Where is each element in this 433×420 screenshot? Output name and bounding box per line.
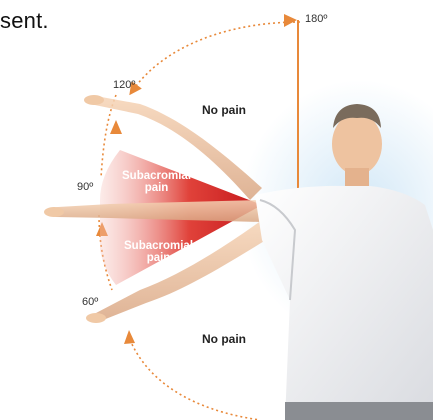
motion-arc [133, 22, 300, 90]
arc-arrow [124, 330, 135, 344]
arm-90 [49, 200, 262, 222]
hand-120 [84, 95, 104, 105]
hand-60 [86, 313, 106, 323]
angle-90-label: 90º [77, 182, 93, 193]
no-pain-lower-label: No pain [202, 333, 246, 345]
no-pain-upper-label: No pain [202, 104, 246, 116]
angle-180-label: 180º [305, 14, 327, 25]
angle-60-label: 60º [82, 297, 98, 308]
motion-arc [128, 335, 260, 420]
arc-arrow [284, 14, 297, 27]
subacromial-pain-upper-label: Subacromial pain [122, 170, 191, 194]
arc-arrow [110, 120, 122, 134]
angle-120-label: 120º [113, 80, 135, 91]
hand-90 [44, 207, 64, 217]
subacromial-pain-lower-label: Subacromial pain [124, 240, 193, 264]
